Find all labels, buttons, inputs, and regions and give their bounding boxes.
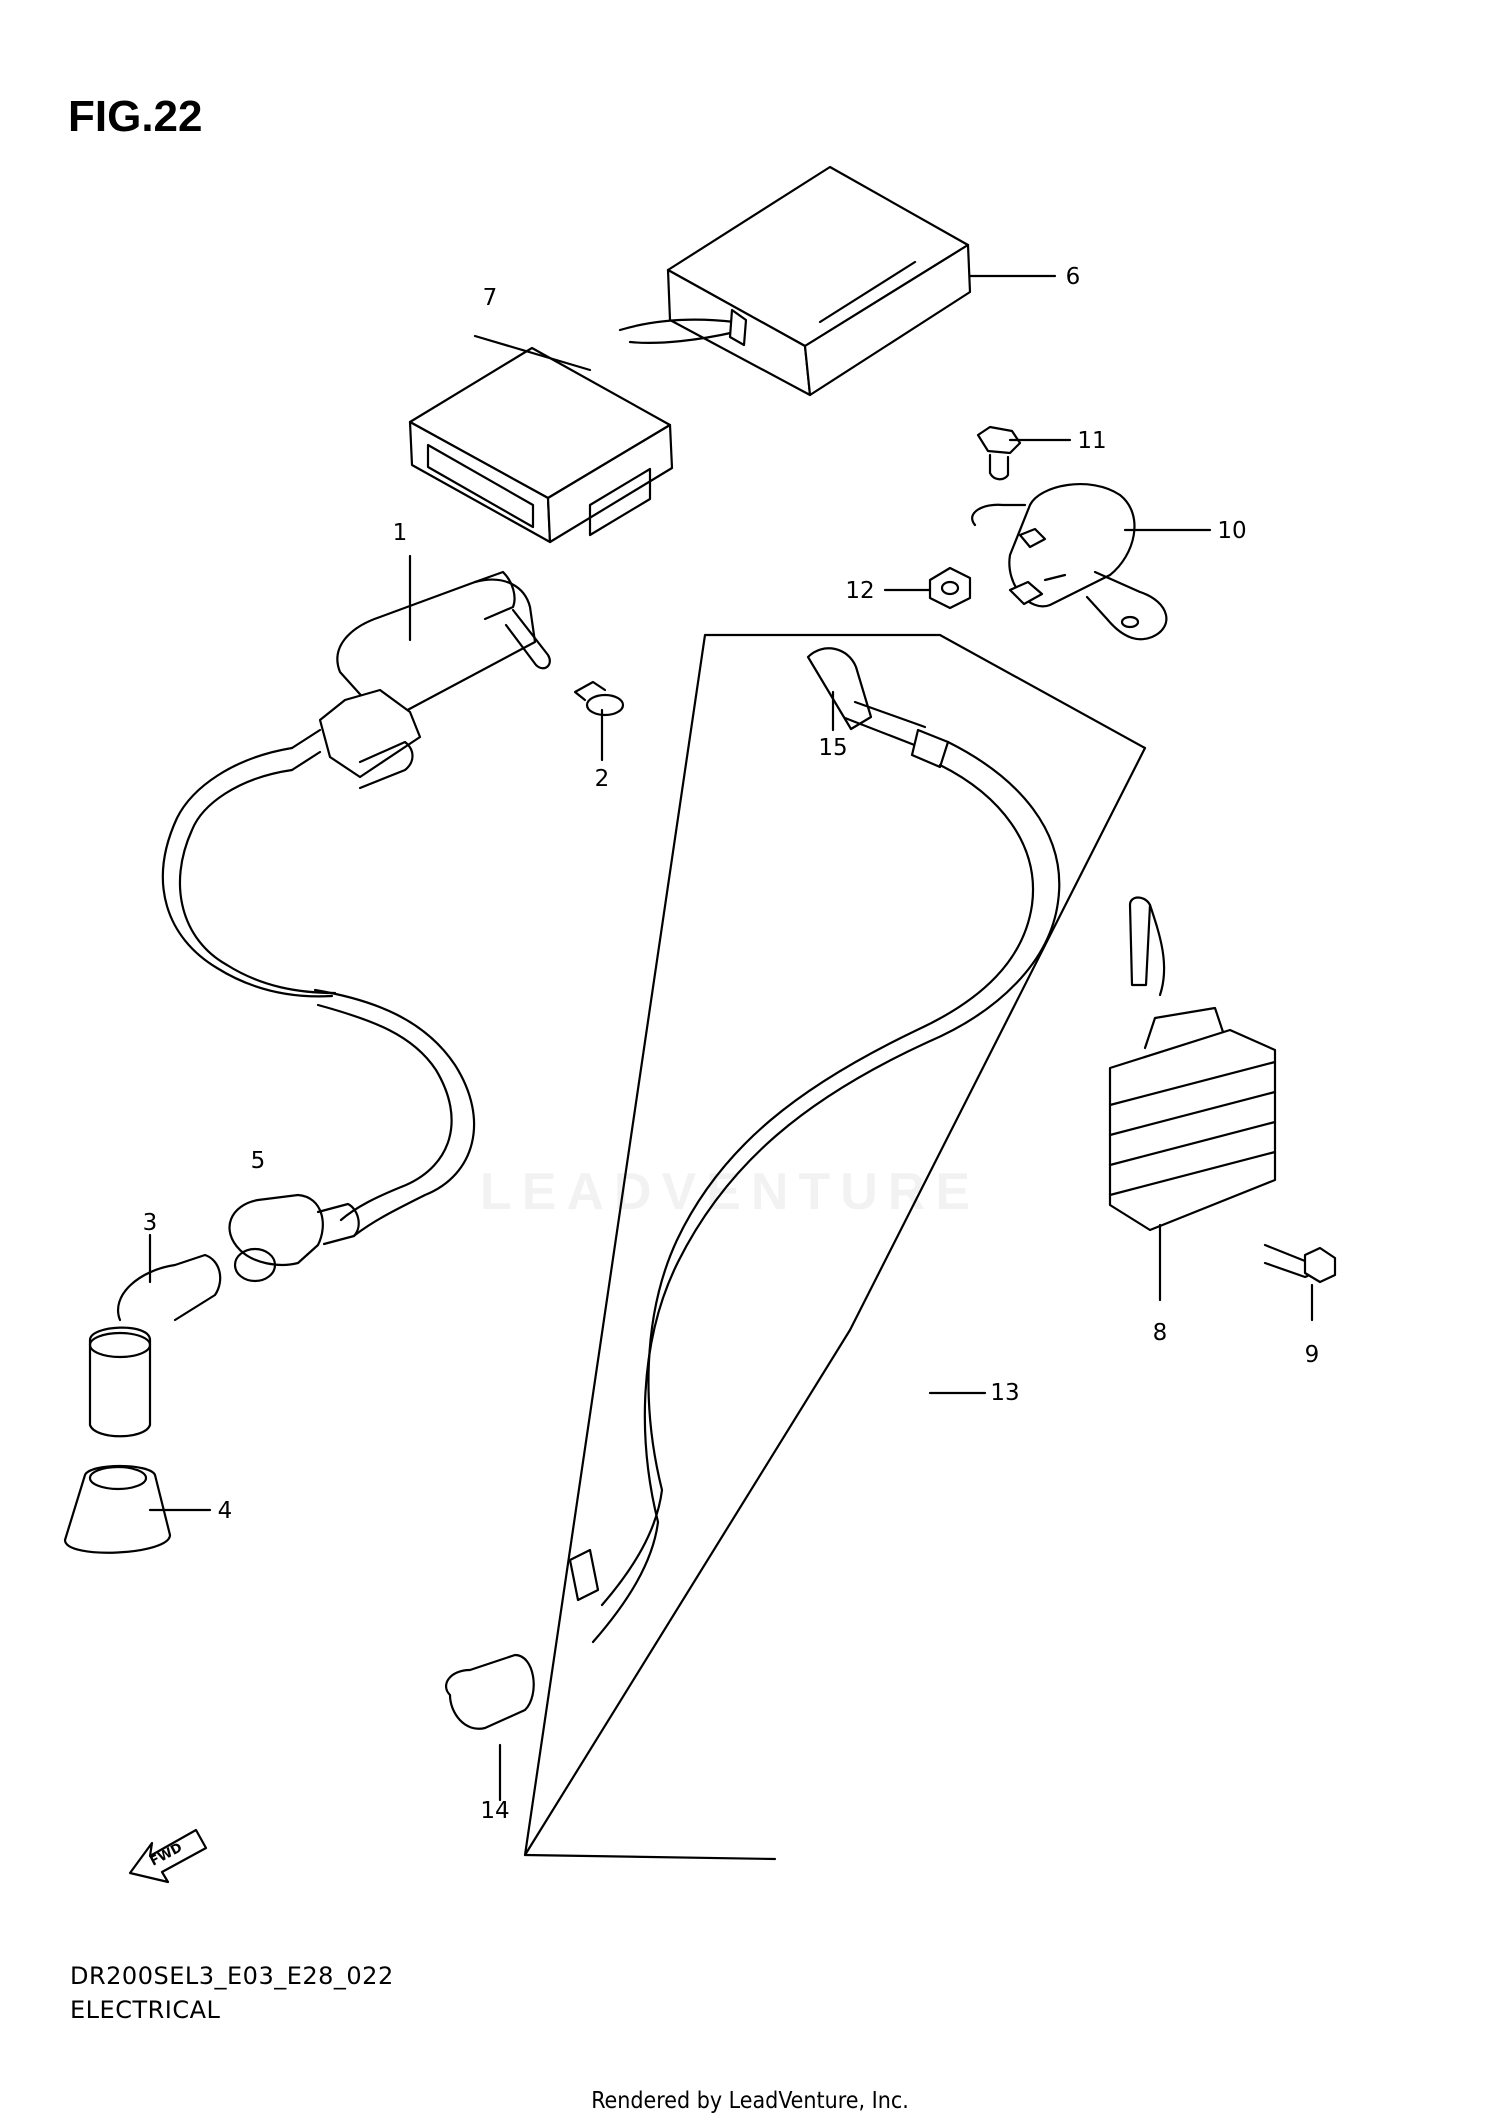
part-1-coil <box>290 554 551 790</box>
part-13-lead <box>445 647 1061 1802</box>
part-7-cdi <box>408 334 674 544</box>
callout-1: 1 <box>393 520 408 546</box>
callout-7: 7 <box>483 285 498 311</box>
figure-title: FIG.22 <box>68 92 203 141</box>
callout-5: 5 <box>251 1148 266 1174</box>
callout-10: 10 <box>1217 518 1246 544</box>
part-11-bolt <box>976 425 1022 481</box>
drawing-code: DR200SEL3_E03_E28_022 <box>70 1962 394 1990</box>
callout-6: 6 <box>1066 264 1081 290</box>
part-13-kit-outline <box>523 633 1147 1857</box>
render-credit: Rendered by LeadVenture, Inc. <box>591 2088 909 2114</box>
part-12-nut <box>928 566 972 610</box>
callout-13: 13 <box>990 1380 1019 1406</box>
fwd-arrow-icon <box>128 1828 208 1884</box>
part-2-screw <box>573 680 625 762</box>
callout-8: 8 <box>1153 1320 1168 1346</box>
part-5-suppressor <box>228 1193 360 1283</box>
callout-4: 4 <box>218 1498 233 1524</box>
part-4-cover <box>63 1464 172 1554</box>
callout-9: 9 <box>1305 1342 1320 1368</box>
callout-2: 2 <box>595 766 610 792</box>
coil-lead-wire <box>161 746 476 1237</box>
part-9-bolt <box>1263 1243 1337 1322</box>
part-8-regulator <box>1108 896 1277 1302</box>
callout-3: 3 <box>143 1210 158 1236</box>
part-6-unit <box>618 165 972 397</box>
callout-11: 11 <box>1077 428 1106 454</box>
callout-12: 12 <box>845 578 874 604</box>
callout-14: 14 <box>480 1798 509 1824</box>
part-10-relay <box>971 483 1168 641</box>
watermark: LEADVENTURE <box>480 1163 981 1221</box>
callout-15: 15 <box>818 735 847 761</box>
section-name: ELECTRICAL <box>70 1996 221 2024</box>
part-3-plug-cap <box>88 1233 222 1438</box>
